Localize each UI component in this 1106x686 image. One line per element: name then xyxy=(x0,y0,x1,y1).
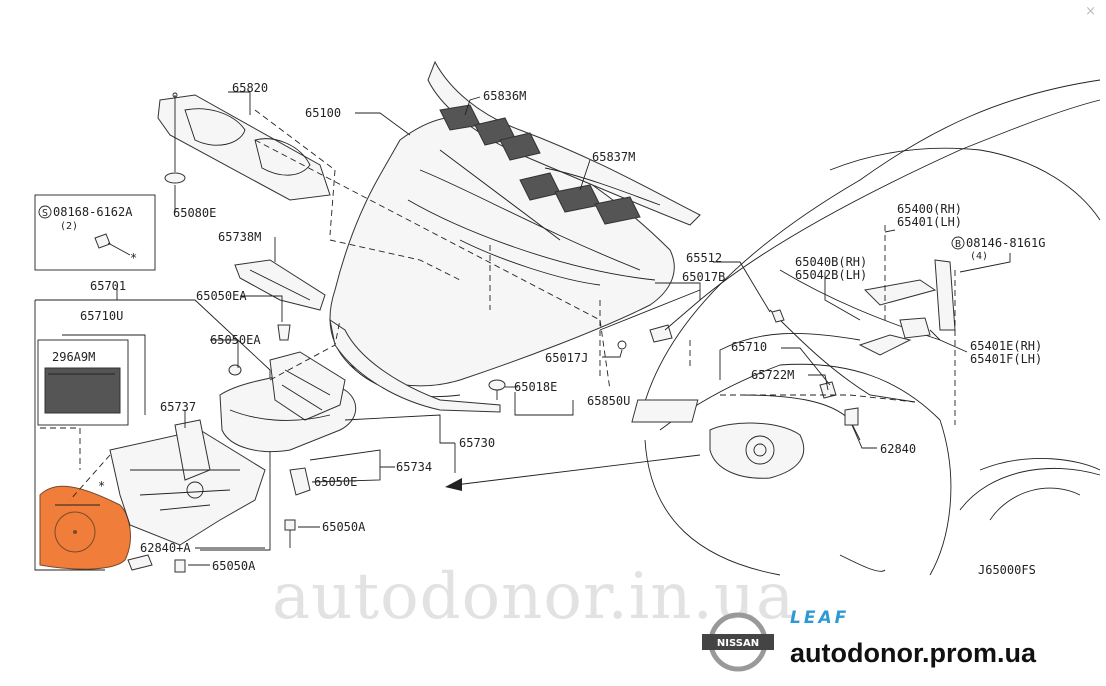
label-65040B: 65040B(RH) xyxy=(795,255,867,269)
circle-s-icon xyxy=(38,205,52,219)
circle-b-icon xyxy=(951,236,965,250)
label-65837M: 65837M xyxy=(592,150,635,164)
label-65701: 65701 xyxy=(90,279,126,293)
svg-text:*: * xyxy=(98,479,105,493)
label-65836M: 65836M xyxy=(483,89,526,103)
label-65100: 65100 xyxy=(305,106,341,120)
nissan-logo: NISSAN xyxy=(702,612,774,672)
label-plate xyxy=(44,367,121,414)
label-65730: 65730 xyxy=(459,436,495,450)
highlighted-emblem-panel xyxy=(39,485,131,570)
logo-text: NISSAN xyxy=(717,638,759,649)
label-65042B: 65042B(LH) xyxy=(795,268,867,282)
label-65050E: 65050E xyxy=(314,475,357,489)
bolt-box-left xyxy=(34,194,156,271)
label-62840: 62840 xyxy=(880,442,916,456)
label-296A9M: 296A9M xyxy=(52,350,95,364)
label-62840A: 62840+A xyxy=(140,541,191,555)
label-bolt-left: 08168-6162A xyxy=(53,205,133,219)
site-name[interactable]: autodonor.prom.ua xyxy=(790,638,1036,668)
hood-panel xyxy=(329,116,675,398)
label-65737: 65737 xyxy=(160,400,196,414)
bumper-rubber xyxy=(617,324,673,350)
bracket-65738M xyxy=(234,259,326,311)
label-bolt-left-qty: (2) xyxy=(60,221,78,232)
hood-lock-assembly: * xyxy=(98,419,266,546)
label-65017J: 65017J xyxy=(545,351,588,365)
seal-panel-65820 xyxy=(157,92,336,236)
label-65401: 65401(LH) xyxy=(897,215,962,229)
hood-hinge-right xyxy=(858,225,956,425)
release-cable xyxy=(769,309,916,426)
clip-65050E xyxy=(289,467,311,496)
hood-seal-65850U xyxy=(329,318,501,413)
label-65050A-1: 65050A xyxy=(322,520,366,534)
label-65401E: 65401E(RH) xyxy=(970,339,1042,353)
bolt-icon: * xyxy=(94,233,137,265)
model-name: LEAF xyxy=(790,608,850,628)
watermark-text: autodonor.in.ua xyxy=(272,560,796,634)
car-body-outline xyxy=(599,79,1101,576)
leader-lines xyxy=(69,91,1011,566)
label-65050EA-1: 65050EA xyxy=(196,289,247,303)
svg-text:*: * xyxy=(130,251,137,265)
label-65401F: 65401F(LH) xyxy=(970,352,1042,366)
grommet-65080E xyxy=(164,95,186,184)
close-icon[interactable]: × xyxy=(1085,4,1096,19)
label-65710: 65710 xyxy=(731,340,767,354)
label-65018E: 65018E xyxy=(514,380,557,394)
label-65080E: 65080E xyxy=(173,206,216,220)
clip-65018E xyxy=(488,379,506,400)
label-65850U: 65850U xyxy=(587,394,630,408)
diagram-code: J65000FS xyxy=(978,563,1036,577)
label-65734: 65734 xyxy=(396,460,432,474)
radiator-support xyxy=(219,351,357,453)
label-65722M: 65722M xyxy=(751,368,794,382)
label-65050A-2: 65050A xyxy=(212,559,256,573)
box-65701 xyxy=(35,299,271,551)
label-bolt-right-qty: (4) xyxy=(970,251,988,262)
box-296A9M xyxy=(37,339,129,426)
label-65710U: 65710U xyxy=(80,309,123,323)
label-65050EA-2: 65050EA xyxy=(210,333,261,347)
label-65017B: 65017B xyxy=(682,270,725,284)
circle-b-letter: B xyxy=(955,239,961,250)
label-65738M: 65738M xyxy=(218,230,261,244)
screw-parts xyxy=(127,519,296,573)
part-labels: 65820 65100 65836M 65837M 65080E 08168-6… xyxy=(42,81,1045,577)
label-bolt-right: 08146-8161G xyxy=(966,236,1045,250)
label-65820: 65820 xyxy=(232,81,268,95)
circle-s-letter: S xyxy=(42,208,48,219)
label-65400: 65400(RH) xyxy=(897,202,962,216)
direction-arrow xyxy=(445,454,701,491)
hood-insulator xyxy=(427,60,701,226)
label-65512: 65512 xyxy=(686,251,722,265)
